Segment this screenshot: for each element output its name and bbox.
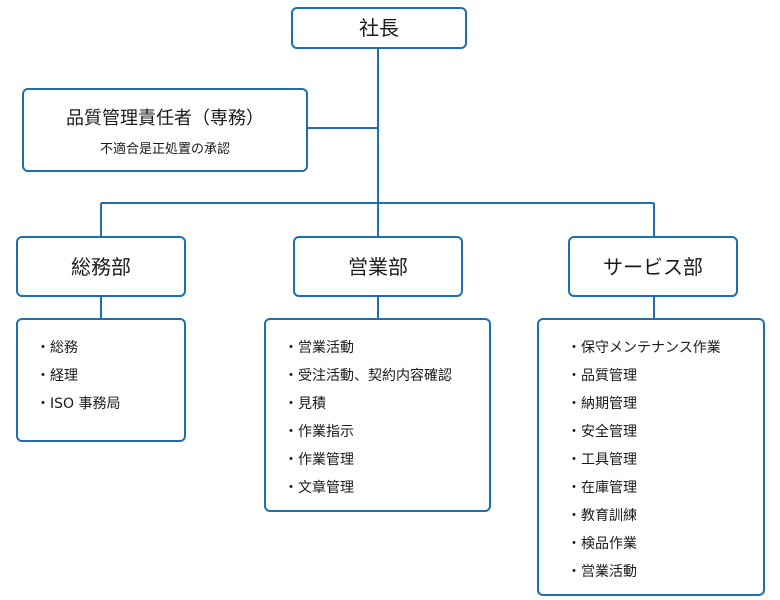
bullet — [567, 446, 581, 474]
bullet — [567, 530, 581, 558]
duty-label: 営業活動 — [581, 564, 637, 580]
bullet — [567, 558, 581, 586]
department-eigyo-label: 営業部 — [348, 254, 408, 279]
duty-label: 作業指示 — [298, 424, 354, 440]
bullet — [284, 418, 298, 446]
quality-manager-node: 品質管理責任者（専務） 不適合是正処置の承認 — [22, 88, 308, 172]
duty-label: 見積 — [298, 396, 326, 412]
bullet — [284, 334, 298, 362]
duty-label: 作業管理 — [298, 452, 354, 468]
bullet — [567, 334, 581, 362]
department-service-duties: 保守メンテナンス作業 品質管理 納期管理 安全管理 工具管理 在庫管理 教育訓練… — [537, 318, 765, 596]
duty-label: 教育訓練 — [581, 508, 637, 524]
duty-item: 文章管理 — [284, 474, 489, 502]
duty-label: 検品作業 — [581, 536, 637, 552]
duty-item: 営業活動 — [284, 334, 489, 362]
duty-label: 品質管理 — [581, 368, 637, 384]
duty-label: 受注活動、契約内容確認 — [298, 368, 452, 384]
duty-item: 受注活動、契約内容確認 — [284, 362, 489, 390]
bullet — [36, 362, 50, 390]
duty-item: 作業指示 — [284, 418, 489, 446]
department-soumu-duties: 総務 経理 ISO 事務局 — [16, 318, 186, 442]
department-eigyo-node: 営業部 — [293, 236, 463, 297]
ceo-node: 社長 — [291, 7, 467, 49]
duty-item: 保守メンテナンス作業 — [567, 334, 763, 362]
bullet — [284, 390, 298, 418]
ceo-label: 社長 — [359, 16, 399, 40]
duty-item: 作業管理 — [284, 446, 489, 474]
duty-item: 安全管理 — [567, 418, 763, 446]
department-eigyo-duties: 営業活動 受注活動、契約内容確認 見積 作業指示 作業管理 文章管理 — [264, 318, 491, 512]
bullet — [567, 474, 581, 502]
duty-label: 営業活動 — [298, 340, 354, 356]
duty-item: 営業活動 — [567, 558, 763, 586]
bullet — [567, 362, 581, 390]
bullet — [567, 418, 581, 446]
duty-label: 経理 — [50, 368, 78, 384]
bullet — [284, 474, 298, 502]
bullet — [567, 502, 581, 530]
bullet — [36, 334, 50, 362]
bullet — [284, 446, 298, 474]
quality-manager-title: 品質管理責任者（専務） — [66, 107, 264, 129]
duty-label: ISO 事務局 — [50, 396, 121, 412]
duty-label: 在庫管理 — [581, 480, 637, 496]
duty-item: 見積 — [284, 390, 489, 418]
duty-label: 安全管理 — [581, 424, 637, 440]
department-service-label: サービス部 — [603, 254, 703, 279]
department-soumu-label: 総務部 — [71, 254, 131, 279]
department-service-node: サービス部 — [568, 236, 738, 297]
bullet — [567, 390, 581, 418]
duty-label: 納期管理 — [581, 396, 637, 412]
duty-label: 文章管理 — [298, 480, 354, 496]
duty-item: 教育訓練 — [567, 502, 763, 530]
duty-label: 工具管理 — [581, 452, 637, 468]
duty-item: 経理 — [36, 362, 184, 390]
duty-item: 納期管理 — [567, 390, 763, 418]
duty-item: ISO 事務局 — [36, 390, 184, 418]
duty-item: 工具管理 — [567, 446, 763, 474]
duty-item: 品質管理 — [567, 362, 763, 390]
duty-item: 総務 — [36, 334, 184, 362]
quality-manager-subtitle: 不適合是正処置の承認 — [99, 141, 230, 157]
duty-label: 総務 — [50, 340, 78, 356]
duty-label: 保守メンテナンス作業 — [581, 340, 721, 356]
duty-item: 在庫管理 — [567, 474, 763, 502]
department-soumu-node: 総務部 — [16, 236, 186, 297]
bullet — [284, 362, 298, 390]
duty-item: 検品作業 — [567, 530, 763, 558]
bullet — [36, 390, 50, 418]
